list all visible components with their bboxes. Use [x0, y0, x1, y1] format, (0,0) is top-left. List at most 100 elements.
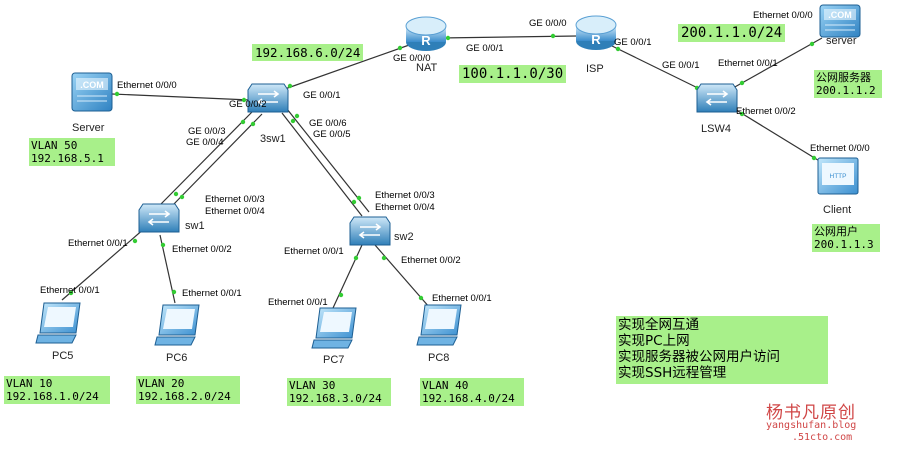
port-label: GE 0/0/2 [229, 99, 267, 110]
port-label: Ethernet 0/0/2 [401, 255, 461, 266]
svg-text:.COM: .COM [80, 80, 104, 90]
port-label: GE 0/0/0 [393, 53, 431, 64]
server-right[interactable]: .COM [819, 4, 861, 38]
switch-3sw1[interactable] [247, 83, 289, 113]
vlan40-label: VLAN 40 192.168.4.0/24 [420, 378, 524, 406]
pc8-name: PC8 [428, 352, 449, 364]
link-lsw4-client [732, 107, 827, 166]
watermark-url: yangshufan.blog .51cto.com [766, 420, 856, 444]
vlan20-label: VLAN 20 192.168.2.0/24 [136, 376, 240, 404]
port-label: GE 0/0/3 [188, 126, 226, 137]
port-label: Ethernet 0/0/3 [375, 190, 435, 201]
port-label: Ethernet 0/0/1 [432, 293, 492, 304]
port-label: Ethernet 0/0/1 [40, 285, 100, 296]
link-3sw1-sw1-b [169, 113, 263, 209]
port-label: GE 0/0/1 [303, 90, 341, 101]
port-label: Ethernet 0/0/4 [205, 206, 265, 217]
link-lsw4-server [732, 37, 823, 89]
vlan-network: 192.168.3.0/24 [289, 392, 382, 405]
port-label: Ethernet 0/0/1 [268, 297, 328, 308]
isp-name: ISP [586, 63, 604, 75]
pc5[interactable] [35, 302, 81, 344]
public-server-label: 公网服务器 200.1.1.2 [814, 70, 882, 98]
vlan-network: 192.168.1.0/24 [6, 390, 99, 403]
port-label: Ethernet 0/0/1 [284, 246, 344, 257]
router-nat[interactable]: R [405, 16, 447, 51]
vlan-id: VLAN 20 [138, 377, 185, 390]
pc6-name: PC6 [166, 352, 187, 364]
port-labels: Ethernet 0/0/0 GE 0/0/2 GE 0/0/1 GE 0/0/… [40, 10, 870, 308]
port-label: GE 0/0/0 [529, 18, 567, 29]
port-label: GE 0/0/4 [186, 137, 224, 148]
vlan-id: VLAN 50 [31, 139, 78, 152]
public-user-title: 公网用户 [814, 225, 858, 238]
port-label: Ethernet 0/0/1 [182, 288, 242, 299]
client-host[interactable]: HTTP [817, 157, 859, 195]
requirement-item: 实现全网互通 [618, 317, 699, 333]
port-label: GE 0/0/1 [614, 37, 652, 48]
watermark-url-line2: .51cto.com [792, 432, 853, 443]
public-user-ip: 200.1.1.3 [814, 238, 874, 251]
pc7-name: PC7 [323, 354, 344, 366]
port-dots [68, 33, 817, 301]
link-isp-lsw4 [609, 44, 707, 93]
l3-switch-icon [247, 83, 289, 113]
link-server-3sw1 [111, 93, 251, 101]
port-label: Ethernet 0/0/2 [736, 106, 796, 117]
sw1-name: sw1 [185, 220, 205, 232]
vlan-network: 192.168.5.1 [31, 152, 104, 165]
requirement-item: 实现SSH远程管理 [618, 365, 727, 381]
port-label: Ethernet 0/0/0 [810, 143, 870, 154]
lsw4-name: LSW4 [701, 123, 731, 135]
nat-name: NAT [416, 62, 437, 74]
public-server-title: 公网服务器 [816, 71, 871, 84]
watermark-title: 杨书凡原创 [766, 403, 856, 423]
server-right-name: server [826, 35, 857, 47]
port-label: Ethernet 0/0/1 [718, 58, 778, 69]
sw2-name: sw2 [394, 231, 414, 243]
link-sw2-pc7 [332, 244, 363, 309]
pc5-name: PC5 [52, 350, 73, 362]
link-sw1-pc5 [61, 227, 146, 301]
port-label: GE 0/0/1 [466, 43, 504, 54]
svg-text:R: R [421, 33, 431, 48]
port-label: Ethernet 0/0/2 [172, 244, 232, 255]
pc8[interactable] [416, 304, 462, 346]
sw3-name: 3sw1 [260, 133, 286, 145]
vlan-network: 192.168.4.0/24 [422, 392, 515, 405]
vlan50-label: VLAN 50 192.168.5.1 [29, 138, 115, 166]
link-3sw1-sw2-b [286, 108, 370, 213]
link-3sw1-nat [281, 43, 413, 91]
router-isp[interactable]: R [575, 15, 617, 50]
switch-sw2[interactable] [349, 216, 391, 246]
server-left-name: Server [72, 122, 105, 134]
switch-sw1[interactable] [138, 203, 180, 233]
vlan10-label: VLAN 10 192.168.1.0/24 [4, 376, 110, 404]
vlan-id: VLAN 10 [6, 377, 53, 390]
vlan30-label: VLAN 30 192.168.3.0/24 [287, 378, 391, 406]
public-server-ip: 200.1.1.2 [816, 84, 876, 97]
port-label: Ethernet 0/0/4 [375, 202, 435, 213]
port-label: GE 0/0/6 [309, 118, 347, 129]
port-label: Ethernet 0/0/0 [753, 10, 813, 21]
link-3sw1-sw1-a [159, 111, 253, 206]
switch-icon [696, 83, 738, 113]
vlan-id: VLAN 40 [422, 379, 469, 392]
isp-link-subnet: 100.1.1.0/30 [459, 65, 567, 83]
pc6[interactable] [154, 304, 200, 346]
switch-icon [138, 203, 180, 233]
links [61, 35, 827, 309]
switch-lsw4[interactable] [696, 83, 738, 113]
link-3sw1-sw2-a [281, 112, 363, 217]
server-left[interactable]: .COM [71, 72, 113, 112]
port-label: GE 0/0/1 [662, 60, 700, 71]
public-user-label: 公网用户 200.1.1.3 [812, 224, 880, 252]
requirement-item: 实现PC上网 [618, 333, 690, 349]
port-label: GE 0/0/5 [313, 129, 351, 140]
nat-link-subnet: 192.168.6.0/24 [252, 44, 364, 61]
port-label: Ethernet 0/0/3 [205, 194, 265, 205]
vlan-id: VLAN 30 [289, 379, 336, 392]
pc7[interactable] [311, 307, 357, 349]
switch-icon [349, 216, 391, 246]
